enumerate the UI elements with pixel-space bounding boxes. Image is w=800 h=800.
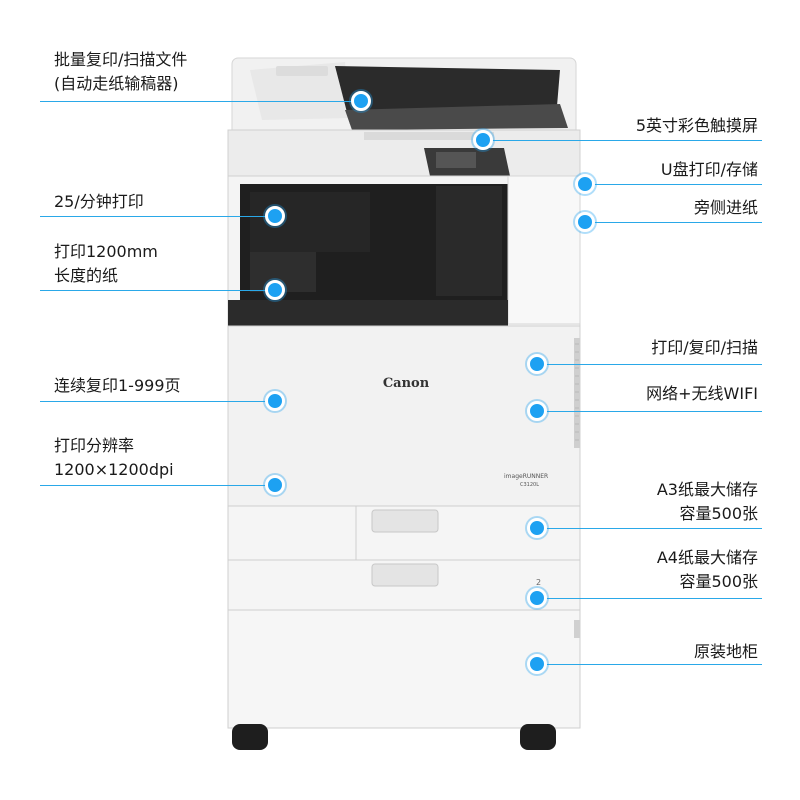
leader-line (536, 528, 762, 529)
leader-line (584, 184, 762, 185)
side-panel (507, 175, 581, 325)
feature-label-functions: 打印/复印/扫描 (651, 338, 758, 357)
hotspot-dot (265, 391, 285, 411)
leader-line (40, 485, 274, 486)
feature-label-speed: 25/分钟打印 (54, 192, 144, 211)
leader-line (536, 598, 762, 599)
model-subname: C3120L (520, 482, 540, 488)
feature-label-a3-tray: A3纸最大储存容量500张 (656, 480, 758, 523)
leader-line (40, 216, 274, 217)
feature-label-usb: U盘打印/存储 (660, 160, 758, 179)
hotspot-dot (575, 212, 595, 232)
feature-label-bypass: 旁侧进纸 (693, 198, 758, 217)
hotspot-dot (473, 130, 493, 150)
feature-label-continuous-copy: 连续复印1-999页 (54, 376, 181, 395)
model-name: imageRUNNER (504, 473, 549, 480)
hotspot-dot (527, 354, 547, 374)
leader-line (40, 401, 274, 402)
tray-2-handle (371, 563, 439, 587)
hotspot-dot (351, 91, 371, 111)
tray-1-handle (371, 509, 439, 533)
hotspot-dot (265, 206, 285, 226)
brand-logo: Canon (382, 376, 430, 391)
feature-label-network: 网络+无线WIFI (646, 384, 758, 403)
drawer-number: 2 (536, 578, 542, 587)
hotspot-dot (527, 588, 547, 608)
hotspot-dot (575, 174, 595, 194)
feature-label-adf: 批量复印/扫描文件(自动走纸输稿器) (54, 50, 188, 93)
leader-line (536, 411, 762, 412)
cabinet (227, 609, 581, 729)
hotspot-dot (527, 401, 547, 421)
main-body-lower (227, 325, 581, 507)
leader-line (482, 140, 762, 141)
feature-label-a4-tray: A4纸最大储存容量500张 (656, 548, 758, 591)
hotspot-dot (265, 475, 285, 495)
hotspot-dot (265, 280, 285, 300)
leader-line (536, 664, 762, 665)
leader-line (584, 222, 762, 223)
feature-label-cabinet: 原装地柜 (693, 642, 758, 661)
leader-line (40, 101, 360, 102)
adf-input-tray (250, 62, 350, 120)
wheels (232, 724, 556, 750)
leader-line (536, 364, 762, 365)
feature-label-touchscreen: 5英寸彩色触摸屏 (635, 116, 758, 135)
leader-line (40, 290, 274, 291)
hotspot-dot (527, 518, 547, 538)
output-tray (228, 300, 508, 326)
hotspot-dot (527, 654, 547, 674)
